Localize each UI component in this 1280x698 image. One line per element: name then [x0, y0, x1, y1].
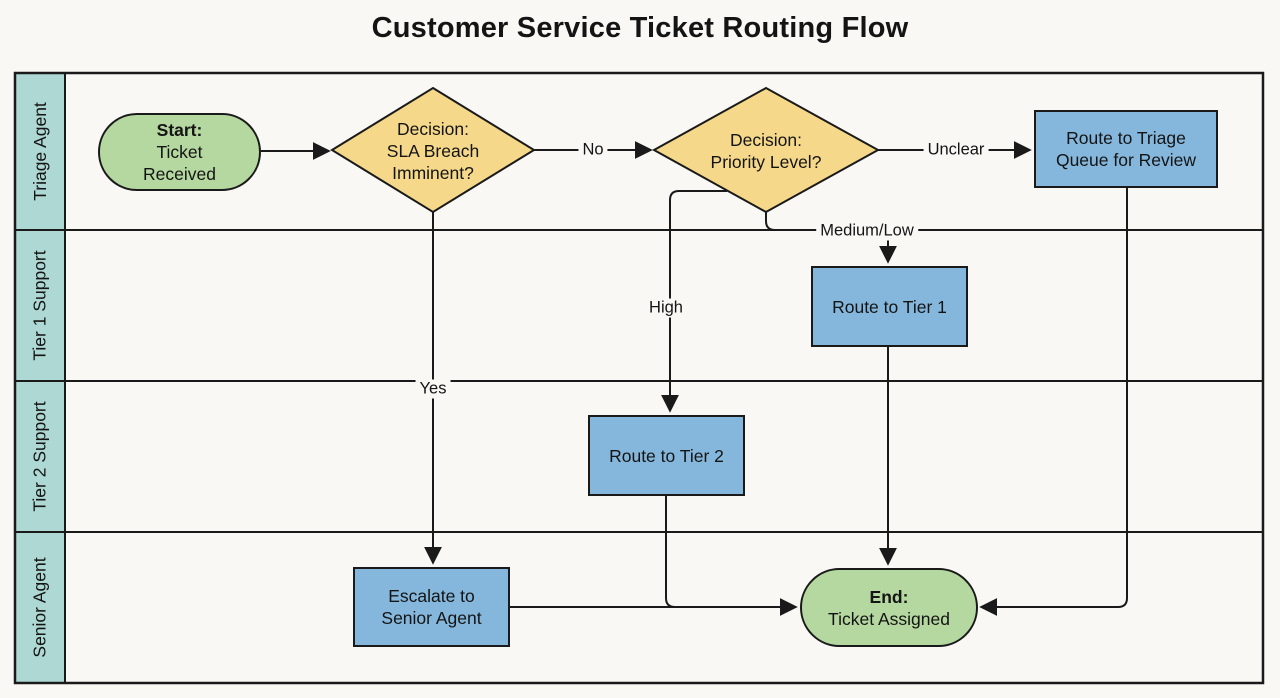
- node-line: Ticket: [156, 142, 203, 162]
- escalate-to-senior-agent-node: Escalate to Senior Agent: [353, 567, 510, 647]
- lane-header-column: [15, 73, 65, 683]
- page-title: Customer Service Ticket Routing Flow: [371, 12, 909, 44]
- node-line: Route to Tier 2: [609, 445, 724, 466]
- node-line: Escalate to: [388, 586, 475, 606]
- edge-label-high: High: [645, 298, 687, 318]
- node-line: Senior Agent: [381, 608, 482, 628]
- edge-label-no: No: [578, 140, 608, 160]
- start-node: Start: Ticket Received: [98, 113, 261, 191]
- edge-triage-queue-to-end: [979, 188, 1128, 616]
- node-line: Received: [143, 164, 216, 184]
- node-line: Route to Tier 1: [832, 296, 947, 317]
- node-title: End:: [869, 586, 909, 607]
- edge-label-unclear: Unclear: [923, 140, 989, 160]
- end-node: End: Ticket Assigned: [800, 568, 978, 647]
- node-line: Ticket Assigned: [828, 608, 950, 629]
- edge-priority-high-to-tier2: [661, 190, 727, 413]
- flowchart-frame: [13, 71, 1265, 685]
- route-to-triage-queue-node: Route to Triage Queue for Review: [1034, 110, 1218, 188]
- decision-sla-diamond: [330, 86, 536, 214]
- route-to-tier2-node: Route to Tier 2: [588, 415, 745, 496]
- route-to-tier1-node: Route to Tier 1: [811, 266, 968, 347]
- decision-priority-diamond: [651, 86, 881, 214]
- node-line: Route to Triage: [1066, 128, 1186, 148]
- node-line: Queue for Review: [1055, 150, 1197, 170]
- edge-tier2-to-end: [665, 496, 700, 608]
- node-title: Start:: [156, 120, 203, 140]
- edge-label-yes: Yes: [415, 379, 451, 399]
- edge-label-medium-low: Medium/Low: [816, 221, 918, 241]
